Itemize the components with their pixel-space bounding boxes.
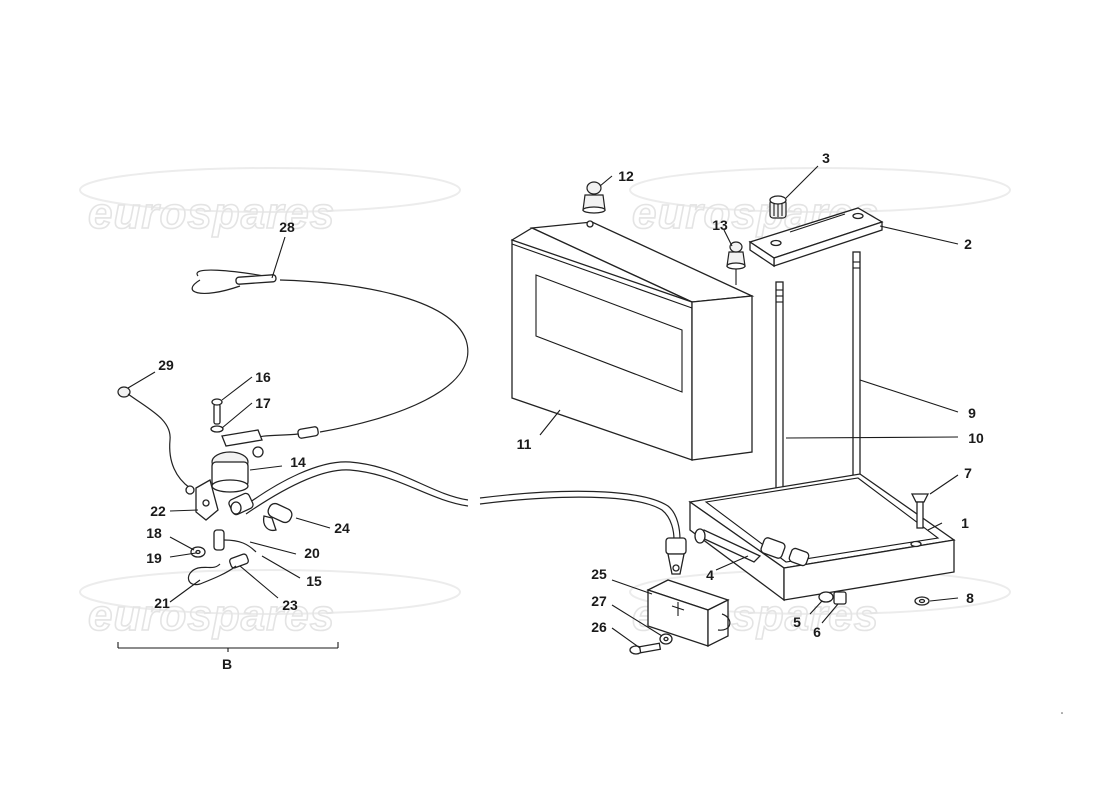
callout-23: 23: [282, 597, 298, 613]
callout-20: 20: [304, 545, 320, 561]
group-bracket-b: [117, 642, 339, 652]
callout-2: 2: [964, 236, 972, 252]
junction-box-25: [646, 579, 731, 648]
washer-8: [914, 596, 930, 606]
callout-29: 29: [158, 357, 174, 373]
terminal-cap-12: [582, 181, 606, 214]
callout-3: 3: [822, 150, 830, 166]
callout-26: 26: [591, 619, 607, 635]
callout-27: 27: [591, 593, 607, 609]
callout-9: 9: [968, 405, 976, 421]
watermark-bottom-left: eurospares: [88, 591, 335, 640]
callout-13: 13: [712, 217, 728, 233]
callout-28: 28: [279, 219, 295, 235]
screw-26: [629, 642, 662, 655]
callout-22: 22: [150, 503, 166, 519]
knob-3: [769, 195, 787, 219]
clamp-bar-2: [748, 207, 884, 268]
nut-5-6: [818, 591, 847, 605]
callout-labels: 1 2 3 4 5 6 7 8 9 10 11 12 13 14 15 16 1…: [146, 150, 984, 672]
callout-8: 8: [966, 590, 974, 606]
screw-7: [910, 493, 930, 529]
callout-10: 10: [968, 430, 984, 446]
battery-cable: [241, 461, 687, 575]
callout-19: 19: [146, 550, 162, 566]
callout-4: 4: [706, 567, 714, 583]
callout-17: 17: [255, 395, 271, 411]
group-label-b: B: [222, 656, 232, 672]
callout-14: 14: [290, 454, 306, 470]
watermark-top-left: eurospares: [88, 189, 335, 238]
switch-assembly: [187, 398, 293, 586]
callout-7: 7: [964, 465, 972, 481]
callout-21: 21: [154, 595, 170, 611]
release-cable-28: [191, 269, 469, 441]
callout-12: 12: [618, 168, 634, 184]
callout-24: 24: [334, 520, 350, 536]
battery-part: [510, 220, 755, 461]
callout-15: 15: [306, 573, 322, 589]
terminal-cap-13: [726, 241, 746, 285]
callout-11: 11: [517, 436, 532, 452]
callout-18: 18: [146, 525, 162, 541]
stray-dot: [1061, 712, 1063, 714]
callout-5: 5: [793, 614, 801, 630]
ground-wire-29: [117, 386, 195, 495]
callout-6: 6: [813, 624, 821, 640]
washer-27: [659, 633, 673, 645]
leader-lines: [127, 165, 959, 649]
callout-25: 25: [591, 566, 607, 582]
battery-tray-1: [688, 473, 956, 602]
callout-16: 16: [255, 369, 271, 385]
bolt-4: [694, 528, 810, 567]
callout-1: 1: [961, 515, 969, 531]
